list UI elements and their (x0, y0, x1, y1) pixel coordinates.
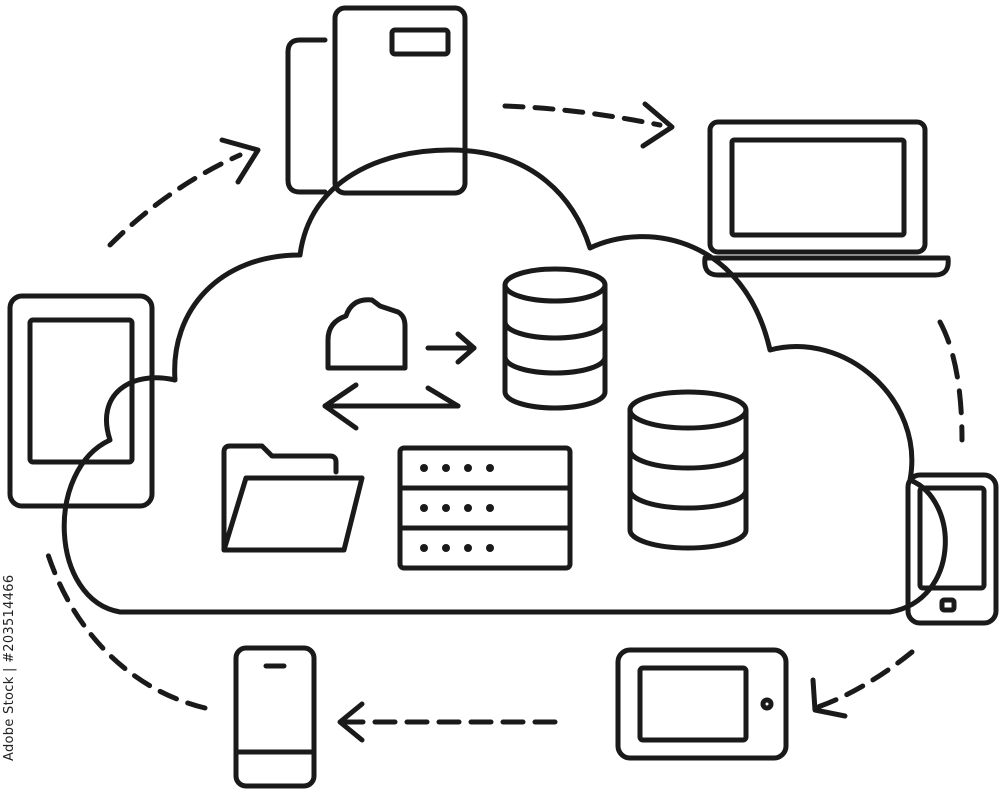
arrow-right-icon (425, 331, 477, 365)
dashed-arrow-icon (810, 649, 915, 719)
database-icon (627, 389, 749, 551)
sync-arrows-icon (322, 382, 461, 431)
folder-icon (221, 443, 365, 553)
server-tower-icon (285, 5, 468, 196)
stock-id-label: Adobe Stock | #203514466 (2, 574, 17, 762)
smartphone-icon (905, 472, 999, 626)
portrait-smartphone-icon (233, 645, 317, 789)
dashed-arrow-icon (337, 701, 558, 743)
server-rack-icon (397, 445, 573, 571)
dashed-line (937, 319, 965, 443)
cloud-icon (61, 147, 948, 615)
database-icon (502, 266, 608, 411)
tablet-icon (7, 293, 155, 509)
dashed-arrow-icon (107, 137, 261, 248)
server-rack-lights (420, 464, 494, 552)
dashed-arrow-icon (502, 101, 675, 149)
laptop-icon (702, 119, 951, 278)
dashed-line (42, 542, 208, 711)
landscape-tablet-icon (615, 647, 789, 761)
cloud-document-icon (325, 297, 408, 371)
